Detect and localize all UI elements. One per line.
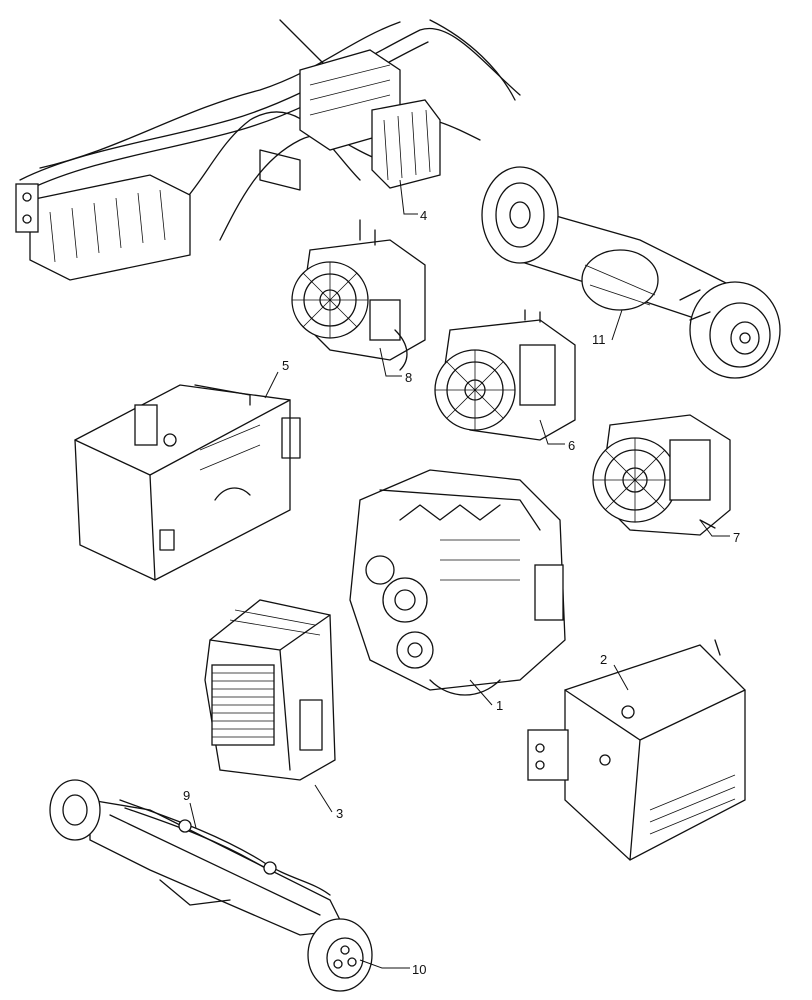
hydraulic-harness-assembly <box>15 19 521 281</box>
callout-9: 9 <box>183 788 190 803</box>
callout-8: 8 <box>405 370 412 385</box>
leader-7 <box>699 519 730 537</box>
hydraulic-tank <box>74 384 301 581</box>
callout-10: 10 <box>412 962 426 977</box>
transmission-7 <box>592 414 731 536</box>
callout-11: 11 <box>592 332 606 347</box>
leader-10 <box>359 959 410 969</box>
callout-3: 3 <box>336 806 343 821</box>
leader-5 <box>264 371 279 399</box>
leader-9 <box>189 802 197 829</box>
transmission-8 <box>291 219 426 371</box>
callout-1: 1 <box>496 698 503 713</box>
transmission-6 <box>434 309 576 441</box>
front-axle <box>49 779 373 992</box>
steering-linkage <box>119 799 331 896</box>
callout-2: 2 <box>600 652 607 667</box>
leader-6 <box>539 419 565 445</box>
leader-lines <box>189 179 730 969</box>
callout-5: 5 <box>282 358 289 373</box>
callout-4: 4 <box>420 208 427 223</box>
leader-4 <box>399 179 418 215</box>
leader-11 <box>611 309 623 341</box>
rear-axle <box>481 166 781 379</box>
leader-3 <box>314 784 333 813</box>
fuel-tank-cover <box>527 639 746 861</box>
leader-8 <box>379 347 402 377</box>
leader-1 <box>469 679 493 706</box>
cooling-radiator <box>204 599 336 781</box>
callout-7: 7 <box>733 530 740 545</box>
callout-labels: 1 2 3 4 5 6 7 8 9 10 11 <box>183 208 740 977</box>
engine <box>349 469 566 696</box>
leader-2 <box>613 664 629 691</box>
callout-6: 6 <box>568 438 575 453</box>
